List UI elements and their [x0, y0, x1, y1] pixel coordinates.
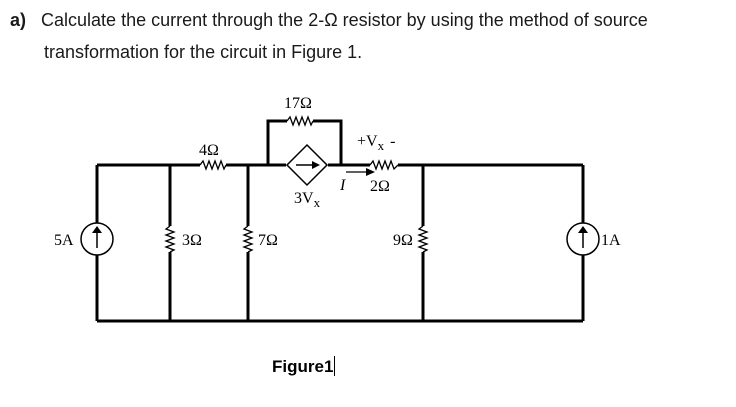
dependent-source	[285, 143, 329, 187]
label-r3: 3Ω	[182, 232, 202, 249]
label-r9: 9Ω	[393, 232, 413, 249]
label-r2: 2Ω	[370, 178, 390, 195]
label-r4: 4Ω	[199, 142, 219, 159]
label-5a: 5A	[54, 232, 74, 249]
resistor-7-zigzag	[242, 225, 254, 253]
circuit-wires	[95, 119, 585, 323]
label-dep-source: 3Vx	[294, 190, 321, 210]
figure-caption: Figure1	[272, 356, 336, 376]
resistor-2-zigzag	[369, 159, 399, 171]
resistor-17-zigzag	[286, 115, 314, 127]
label-r17: 17Ω	[284, 95, 312, 112]
label-r7: 7Ω	[258, 232, 278, 249]
current-arrow	[346, 168, 375, 176]
question-text-1: Calculate the current through the 2-Ω re…	[41, 10, 648, 30]
current-source-5a	[80, 222, 114, 256]
resistor-3-zigzag	[164, 225, 176, 253]
text-cursor	[334, 356, 336, 376]
label-1a: 1A	[601, 232, 621, 249]
question-line-2: transformation for the circuit in Figure…	[44, 42, 363, 62]
question-label: a)	[10, 10, 27, 30]
resistor-zigzags	[164, 115, 429, 253]
question-line-1: a) Calculate the current through the 2-Ω…	[10, 10, 648, 31]
label-current-i: I	[339, 177, 346, 194]
resistor-4-zigzag	[199, 159, 227, 171]
label-vx: +Vx-	[357, 133, 395, 153]
current-source-1a	[566, 222, 600, 256]
resistor-9-zigzag	[417, 225, 429, 253]
